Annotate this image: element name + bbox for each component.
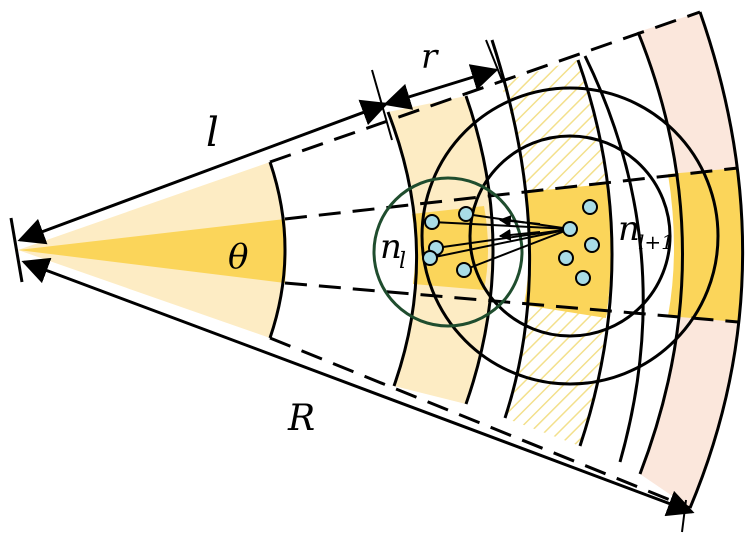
apex-tick — [9, 217, 24, 283]
connection-lines — [429, 213, 571, 271]
node — [562, 221, 578, 237]
label-R: R — [287, 398, 315, 439]
nodes — [422, 199, 600, 286]
band-far-outer-arc — [688, 11, 745, 509]
arrow-l — [17, 99, 389, 245]
dashed-upper-boundary — [269, 10, 701, 164]
label-n-l1: n — [618, 209, 640, 249]
dashed-lower-boundary — [269, 336, 691, 510]
arrow-R — [21, 257, 695, 517]
node — [582, 199, 598, 215]
label-n-l-subscript: l — [399, 249, 406, 274]
label-theta: θ — [228, 237, 248, 277]
node — [584, 237, 600, 253]
node — [456, 262, 472, 278]
node — [458, 206, 474, 222]
tick-r-right — [485, 39, 503, 81]
tick-r-left — [371, 69, 393, 141]
node — [558, 250, 574, 266]
label-l: l — [206, 110, 219, 156]
arrow-r — [383, 64, 499, 110]
node — [575, 270, 591, 286]
node — [422, 250, 438, 266]
label-n-l: n — [380, 227, 402, 267]
tick-R-right — [681, 499, 687, 533]
label-n-l1-subscript: l+1 — [638, 230, 674, 254]
label-r: r — [421, 37, 439, 77]
node — [424, 214, 440, 230]
